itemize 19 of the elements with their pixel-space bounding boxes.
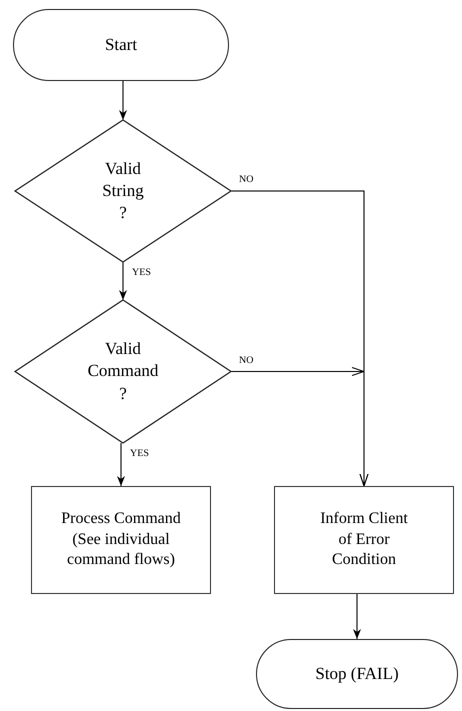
decision-diamond xyxy=(15,120,231,262)
node-label: Start xyxy=(104,34,138,56)
node-label: Stop (FAIL) xyxy=(315,662,399,685)
arrow xyxy=(119,80,127,120)
node-label: Valid Command ? xyxy=(86,338,160,405)
edge-label: YES xyxy=(131,267,152,278)
process-box xyxy=(274,486,454,594)
edge-label: YES xyxy=(129,448,150,459)
process-box xyxy=(31,486,211,594)
arrow xyxy=(353,594,361,640)
decision-diamond xyxy=(15,300,231,443)
node-label: Inform Client of Error Condition xyxy=(319,508,409,570)
arrow xyxy=(117,442,125,486)
edge-label: NO xyxy=(238,354,254,366)
node-label: Valid String ? xyxy=(101,158,145,224)
arrow xyxy=(230,367,368,486)
node-label: Process Command (See individual command flows) xyxy=(60,508,182,570)
edge-label: NO xyxy=(238,174,254,185)
arrow xyxy=(119,262,127,300)
